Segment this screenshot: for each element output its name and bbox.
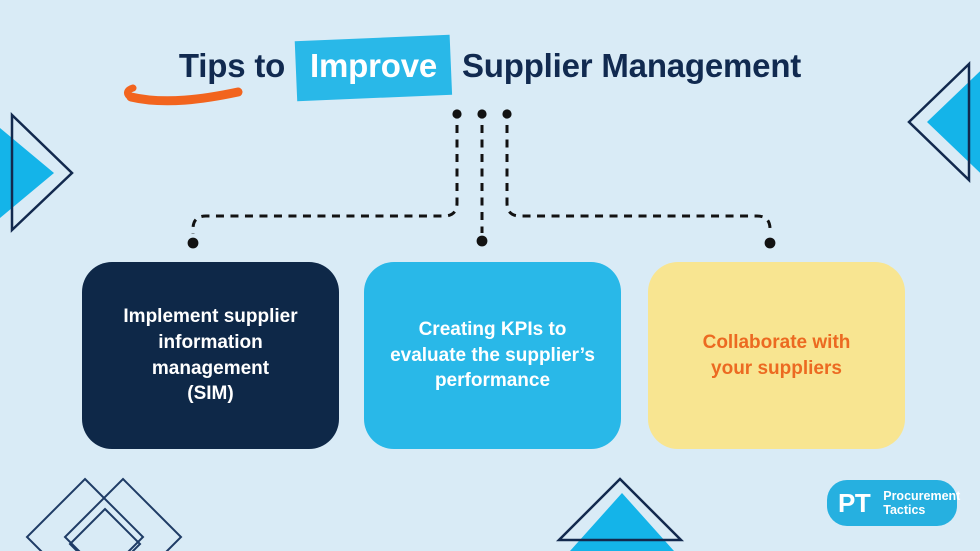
card-creating-kpis-label: Creating KPIs to evaluate the supplier’s… bbox=[390, 318, 595, 392]
right-solid-triangle-icon bbox=[927, 71, 980, 173]
logo-brand-line2: Tactics bbox=[883, 503, 926, 517]
diamond-outline-icon bbox=[25, 477, 145, 551]
procurement-tactics-logo: PT Procurement Tactics bbox=[827, 480, 960, 526]
right-outline-triangle-icon bbox=[907, 61, 971, 183]
card-collaborate-suppliers-label: Collaborate with your suppliers bbox=[702, 331, 851, 379]
bottom-center-triangle-decoration bbox=[555, 477, 685, 551]
title-part1: Tips to bbox=[178, 47, 286, 84]
card-collaborate-suppliers: Collaborate with your suppliers bbox=[648, 262, 905, 449]
logo-brand-name: Procurement Tactics bbox=[883, 489, 960, 518]
title-part2: Supplier Management bbox=[461, 47, 802, 84]
underline-stroke bbox=[126, 87, 243, 106]
left-solid-triangle-icon bbox=[0, 128, 54, 218]
connector-dot bbox=[502, 109, 512, 119]
connector-dot bbox=[476, 235, 488, 247]
logo-monogram: PT bbox=[838, 487, 871, 518]
connector-dot bbox=[477, 109, 487, 119]
right-triangles-decoration bbox=[907, 61, 980, 183]
underline-tail bbox=[124, 84, 137, 101]
title-highlight: Improve bbox=[294, 34, 453, 102]
connector-dot bbox=[452, 109, 462, 119]
page-title: Tips to Improve Supplier Management bbox=[178, 34, 802, 102]
title-underline-swoosh bbox=[124, 84, 243, 106]
title-highlight-text: Improve bbox=[310, 47, 438, 84]
logo-brand-line1: Procurement bbox=[883, 488, 961, 503]
diamond-outline-icon bbox=[63, 477, 183, 551]
bottom-solid-triangle-icon bbox=[570, 493, 674, 551]
connector-lines bbox=[187, 109, 776, 249]
bottom-outline-triangle-icon bbox=[555, 477, 685, 542]
left-triangles-decoration bbox=[0, 112, 74, 233]
left-outline-triangle-icon bbox=[10, 112, 74, 233]
bottom-left-diamonds-decoration bbox=[25, 477, 183, 551]
connector-dot bbox=[764, 237, 776, 249]
card-creating-kpis: Creating KPIs to evaluate the supplier’s… bbox=[364, 262, 621, 449]
card-implement-sim: Implement supplier information managemen… bbox=[82, 262, 339, 449]
diamond-outline-icon bbox=[68, 507, 142, 551]
dashed-connector-left bbox=[191, 125, 459, 234]
dashed-connector-right bbox=[505, 125, 772, 234]
connector-dot bbox=[187, 237, 199, 249]
card-implement-sim-label: Implement supplier information managemen… bbox=[123, 305, 298, 405]
